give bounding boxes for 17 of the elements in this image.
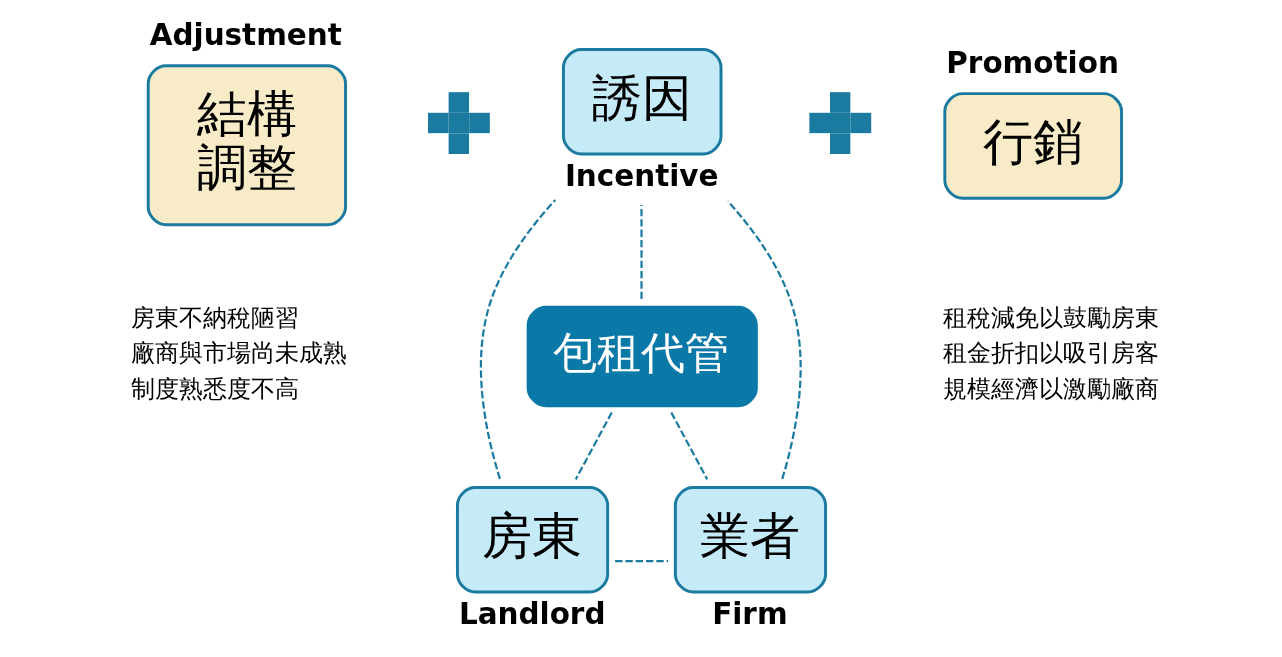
connector <box>614 560 668 563</box>
label: 規模經濟以激勵廠商 <box>942 374 1159 403</box>
node-label: Firm <box>711 597 788 632</box>
connector <box>726 200 802 480</box>
node-label: Incentive <box>564 159 719 194</box>
connector <box>639 204 643 299</box>
label: 制度熟悉度不高 <box>130 374 299 403</box>
label: 廠商與市場尚未成熟 <box>130 339 347 368</box>
label: 房東不納稅陋習 <box>130 304 299 332</box>
node-label: Landlord <box>458 597 605 632</box>
connector <box>669 412 708 480</box>
connector <box>479 199 556 480</box>
node-label: Promotion <box>945 46 1119 81</box>
label: 租稅減免以鼓勵房東 <box>942 304 1159 332</box>
label: 租金折扣以吸引房客 <box>942 339 1159 368</box>
connector <box>574 412 613 480</box>
node-label: Adjustment <box>149 18 342 53</box>
